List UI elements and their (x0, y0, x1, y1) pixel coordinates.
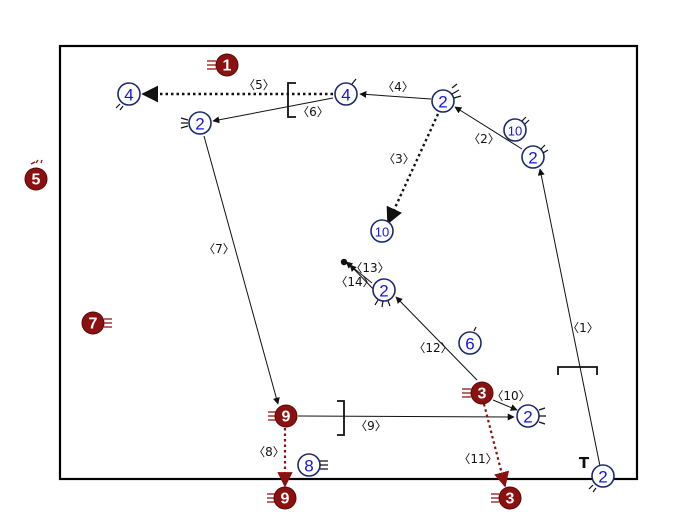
node-red-9-upper-label: 9 (282, 409, 291, 426)
node-white-2-corner: 2 (588, 464, 615, 493)
diagram-frame (58, 44, 639, 481)
node-red-5: 5 (24, 159, 48, 191)
node-white-2-top-label: 2 (438, 93, 447, 112)
node-red-3-bottom-label: 3 (506, 491, 515, 508)
node-white-10-upper-label: 10 (508, 124, 522, 139)
edge-label-7: 〈7〉 (203, 242, 235, 256)
node-white-2-lower-label: 2 (523, 408, 532, 427)
node-white-2-center-label: 2 (379, 282, 388, 301)
edge-label-3: 〈3〉 (383, 152, 415, 166)
bracket-left (287, 82, 296, 118)
node-white-2-upper-left-label: 2 (195, 115, 204, 134)
edge-11 (482, 403, 510, 488)
node-white-10-upper: 10 (503, 116, 530, 142)
bracket-right (337, 400, 345, 436)
edge-labels: 〈1〉 〈2〉 〈3〉 〈4〉 〈5〉 〈6〉 〈7〉 〈8〉 〈9〉 〈10〉… (203, 78, 599, 466)
edge-1 (537, 168, 601, 467)
node-white-6: 6 (458, 326, 482, 355)
node-red-5-label: 5 (32, 172, 41, 189)
node-red-9-upper: 9 (268, 404, 298, 428)
node-white-2-lower: 2 (516, 404, 546, 428)
edge-label-14: 〈14〉 (335, 275, 374, 289)
edge-9 (297, 413, 515, 421)
endpoint-dot (340, 258, 348, 266)
edge-label-11: 〈11〉 (458, 452, 497, 466)
edge-label-10: 〈10〉 (491, 389, 530, 403)
edge-label-2: 〈2〉 (468, 132, 500, 146)
node-white-8: 8 (297, 453, 328, 477)
node-white-4-left-label: 4 (124, 86, 133, 105)
edge-7 (203, 135, 280, 405)
edge-4 (359, 90, 432, 100)
node-white-4-center: 4 (334, 78, 358, 106)
node-red-7: 7 (81, 311, 112, 335)
node-white-6-label: 6 (465, 335, 474, 354)
edges (141, 85, 601, 488)
node-red-3-center: 3 (462, 381, 494, 405)
node-red-9-bottom-label: 9 (281, 491, 290, 508)
node-white-4-center-label: 4 (341, 86, 350, 105)
edge-3 (386, 113, 440, 225)
node-red-1-label: 1 (223, 58, 232, 75)
node-white-4-left: 4 (115, 82, 141, 111)
node-white-2-top: 2 (431, 83, 462, 113)
node-red-3-center-label: 3 (478, 386, 487, 403)
edge-10 (492, 399, 518, 411)
edge-label-12: 〈12〉 (413, 341, 452, 355)
node-white-2-right-label: 2 (528, 149, 537, 168)
node-red-1: 1 (207, 53, 239, 77)
node-red-9-bottom: 9 (267, 486, 297, 510)
edge-label-1: 〈1〉 (567, 321, 599, 335)
edge-6 (212, 97, 334, 124)
edge-label-5: 〈5〉 (243, 78, 275, 92)
node-white-10-center: 10 (370, 219, 394, 243)
node-white-2-center: 2 (372, 278, 396, 308)
brackets: T (287, 82, 598, 472)
t-marker: T (579, 454, 590, 472)
bracket-top (557, 366, 598, 375)
edge-2 (454, 106, 523, 150)
node-white-2-corner-label: 2 (598, 468, 607, 487)
edge-12 (395, 296, 478, 381)
edge-label-9: 〈9〉 (355, 419, 387, 433)
node-white-2-right: 2 (521, 144, 549, 169)
edge-label-6: 〈6〉 (297, 105, 329, 119)
edge-label-13: 〈13〉 (350, 261, 389, 275)
node-red-3-bottom: 3 (491, 486, 522, 510)
node-white-2-upper-left: 2 (180, 111, 212, 135)
node-white-10-center-label: 10 (375, 225, 389, 240)
node-white-8-label: 8 (304, 457, 313, 476)
node-red-7-label: 7 (89, 316, 98, 333)
edge-label-8: 〈8〉 (253, 445, 285, 459)
edge-label-4: 〈4〉 (382, 80, 414, 94)
